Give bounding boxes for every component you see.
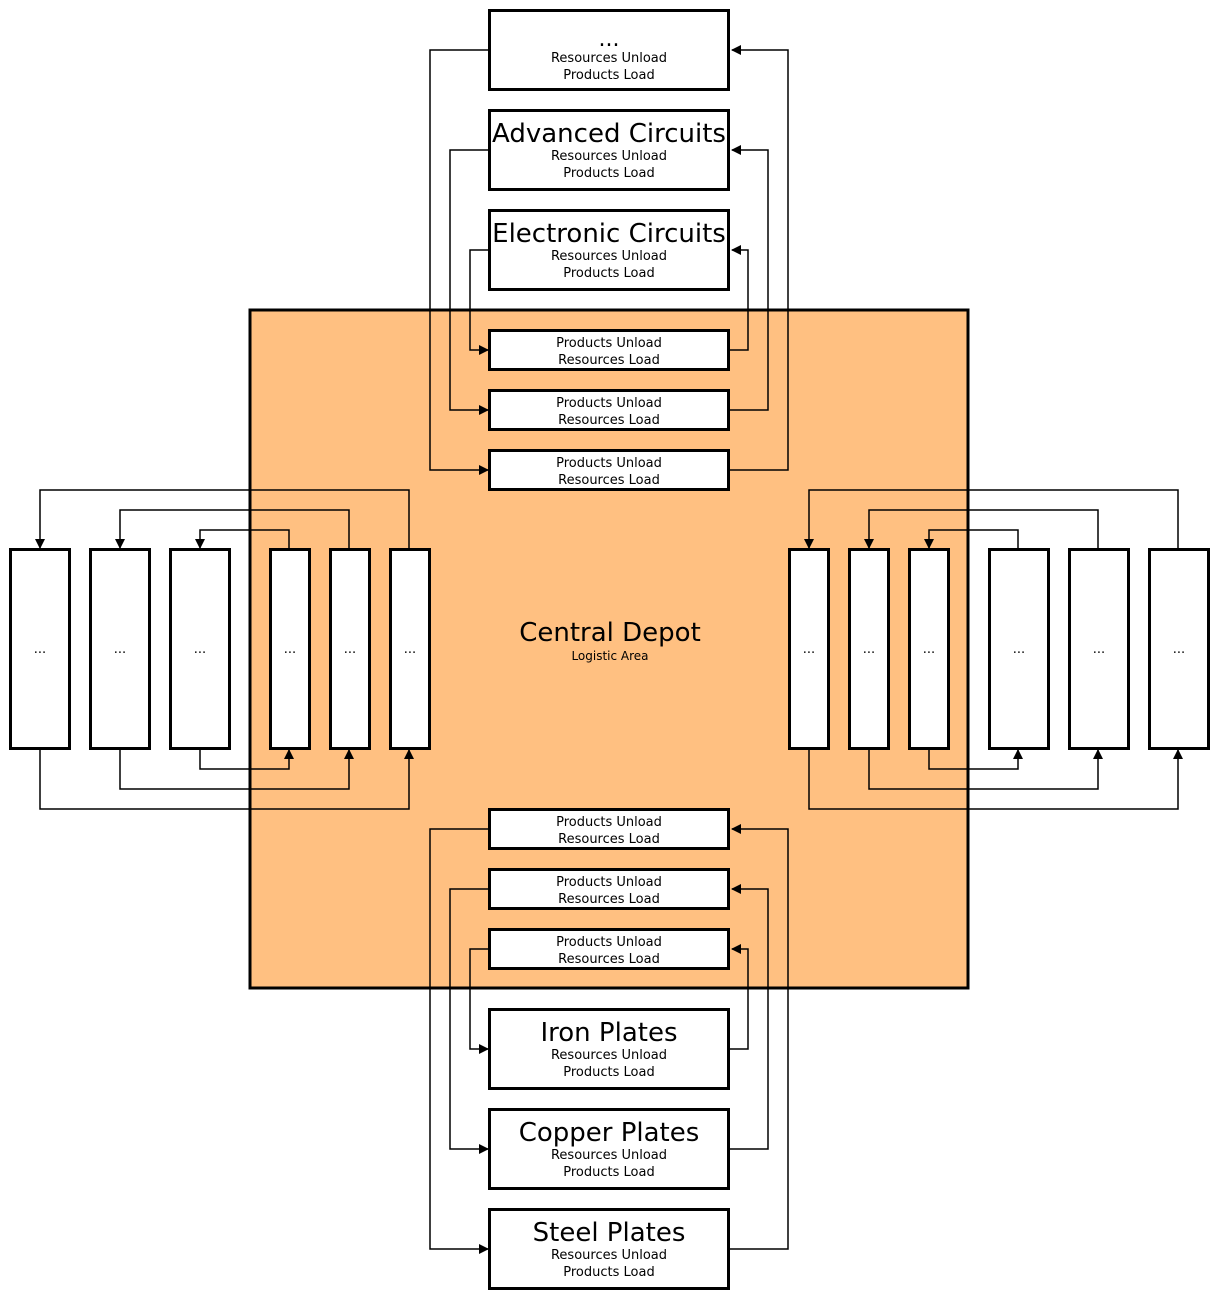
connector — [730, 245, 749, 351]
connector — [864, 509, 1099, 550]
left-station-1: ... — [9, 548, 71, 750]
station-iron-plates: Iron Plates Resources Unload Products Lo… — [488, 1008, 730, 1090]
left-station-3: ... — [169, 548, 231, 750]
station-title: ... — [598, 27, 620, 52]
right-station-2: ... — [1068, 548, 1130, 750]
station-resources-unload: Resources Unload — [550, 1248, 668, 1263]
connector — [469, 948, 490, 1054]
station-title: Electronic Circuits — [492, 219, 726, 249]
right-depot-stop-1: ... — [788, 548, 830, 750]
stop-resources-load: Resources Load — [558, 353, 660, 368]
right-station-3: ... — [1148, 548, 1210, 750]
stop-products-unload: Products Unload — [556, 456, 662, 471]
station-products-load: Products Load — [563, 166, 655, 181]
connector — [730, 884, 769, 1150]
right-station-1: ... — [988, 548, 1050, 750]
stop-resources-load: Resources Load — [558, 832, 660, 847]
connector — [449, 149, 490, 415]
station-products-load: Products Load — [563, 1165, 655, 1180]
connector — [119, 748, 354, 790]
left-depot-stop-3: ... — [389, 548, 431, 750]
left-depot-stop-1: ... — [269, 548, 311, 750]
station-title: Iron Plates — [540, 1018, 678, 1048]
depot-stop-top-2: Products Unload Resources Load — [488, 389, 730, 431]
station-title: Copper Plates — [518, 1118, 700, 1148]
right-depot-stop-3: ... — [908, 548, 950, 750]
station-title: Steel Plates — [532, 1218, 686, 1248]
depot-stop-bottom-2: Products Unload Resources Load — [488, 868, 730, 910]
stop-resources-load: Resources Load — [558, 892, 660, 907]
station-resources-unload: Resources Unload — [550, 149, 668, 164]
station-steel-plates: Steel Plates Resources Unload Products L… — [488, 1208, 730, 1290]
ellipsis-label: ... — [1092, 641, 1106, 657]
connector — [469, 249, 490, 355]
connector — [730, 944, 749, 1050]
station-products-load: Products Load — [563, 68, 655, 83]
top-station-more: ... Resources Unload Products Load — [488, 9, 730, 91]
connector — [804, 489, 1179, 550]
right-depot-stop-2: ... — [848, 548, 890, 750]
connector — [429, 49, 490, 475]
ellipsis-label: ... — [33, 641, 47, 657]
connector — [808, 748, 1183, 810]
station-products-load: Products Load — [563, 1265, 655, 1280]
depot-stop-top-1: Products Unload Resources Load — [488, 329, 730, 371]
connector — [449, 888, 490, 1154]
left-depot-stop-2: ... — [329, 548, 371, 750]
connector — [730, 145, 769, 411]
ellipsis-label: ... — [1012, 641, 1026, 657]
station-resources-unload: Resources Unload — [550, 249, 668, 264]
station-products-load: Products Load — [563, 266, 655, 281]
stop-resources-load: Resources Load — [558, 473, 660, 488]
ellipsis-label: ... — [1172, 641, 1186, 657]
depot-stop-top-3: Products Unload Resources Load — [488, 449, 730, 491]
station-electronic-circuits: Electronic Circuits Resources Unload Pro… — [488, 209, 730, 291]
ellipsis-label: ... — [283, 641, 297, 657]
connector — [928, 748, 1023, 770]
stop-products-unload: Products Unload — [556, 935, 662, 950]
ellipsis-label: ... — [862, 641, 876, 657]
connector — [195, 529, 290, 550]
ellipsis-label: ... — [403, 641, 417, 657]
central-depot-label: Central Depot Logistic Area — [470, 618, 750, 664]
station-resources-unload: Resources Unload — [550, 1048, 668, 1063]
connector — [39, 748, 414, 810]
connector — [199, 748, 294, 770]
left-station-2: ... — [89, 548, 151, 750]
connector — [115, 509, 350, 550]
stop-resources-load: Resources Load — [558, 413, 660, 428]
connector — [924, 529, 1019, 550]
connector — [429, 828, 490, 1254]
station-resources-unload: Resources Unload — [550, 1148, 668, 1163]
station-title: Advanced Circuits — [492, 119, 726, 149]
depot-stop-bottom-3: Products Unload Resources Load — [488, 928, 730, 970]
depot-stop-bottom-1: Products Unload Resources Load — [488, 808, 730, 850]
station-advanced-circuits: Advanced Circuits Resources Unload Produ… — [488, 109, 730, 191]
connector — [730, 45, 789, 471]
depot-subtitle: Logistic Area — [571, 649, 649, 663]
ellipsis-label: ... — [343, 641, 357, 657]
ellipsis-label: ... — [113, 641, 127, 657]
stop-products-unload: Products Unload — [556, 396, 662, 411]
ellipsis-label: ... — [922, 641, 936, 657]
stop-products-unload: Products Unload — [556, 875, 662, 890]
connector — [868, 748, 1103, 790]
ellipsis-label: ... — [193, 641, 207, 657]
station-products-load: Products Load — [563, 1065, 655, 1080]
ellipsis-label: ... — [802, 641, 816, 657]
connector — [35, 489, 410, 550]
stop-products-unload: Products Unload — [556, 815, 662, 830]
station-copper-plates: Copper Plates Resources Unload Products … — [488, 1108, 730, 1190]
station-resources-unload: Resources Unload — [550, 51, 668, 66]
connector — [730, 824, 789, 1250]
depot-title: Central Depot — [519, 618, 701, 648]
stop-resources-load: Resources Load — [558, 952, 660, 967]
stop-products-unload: Products Unload — [556, 336, 662, 351]
